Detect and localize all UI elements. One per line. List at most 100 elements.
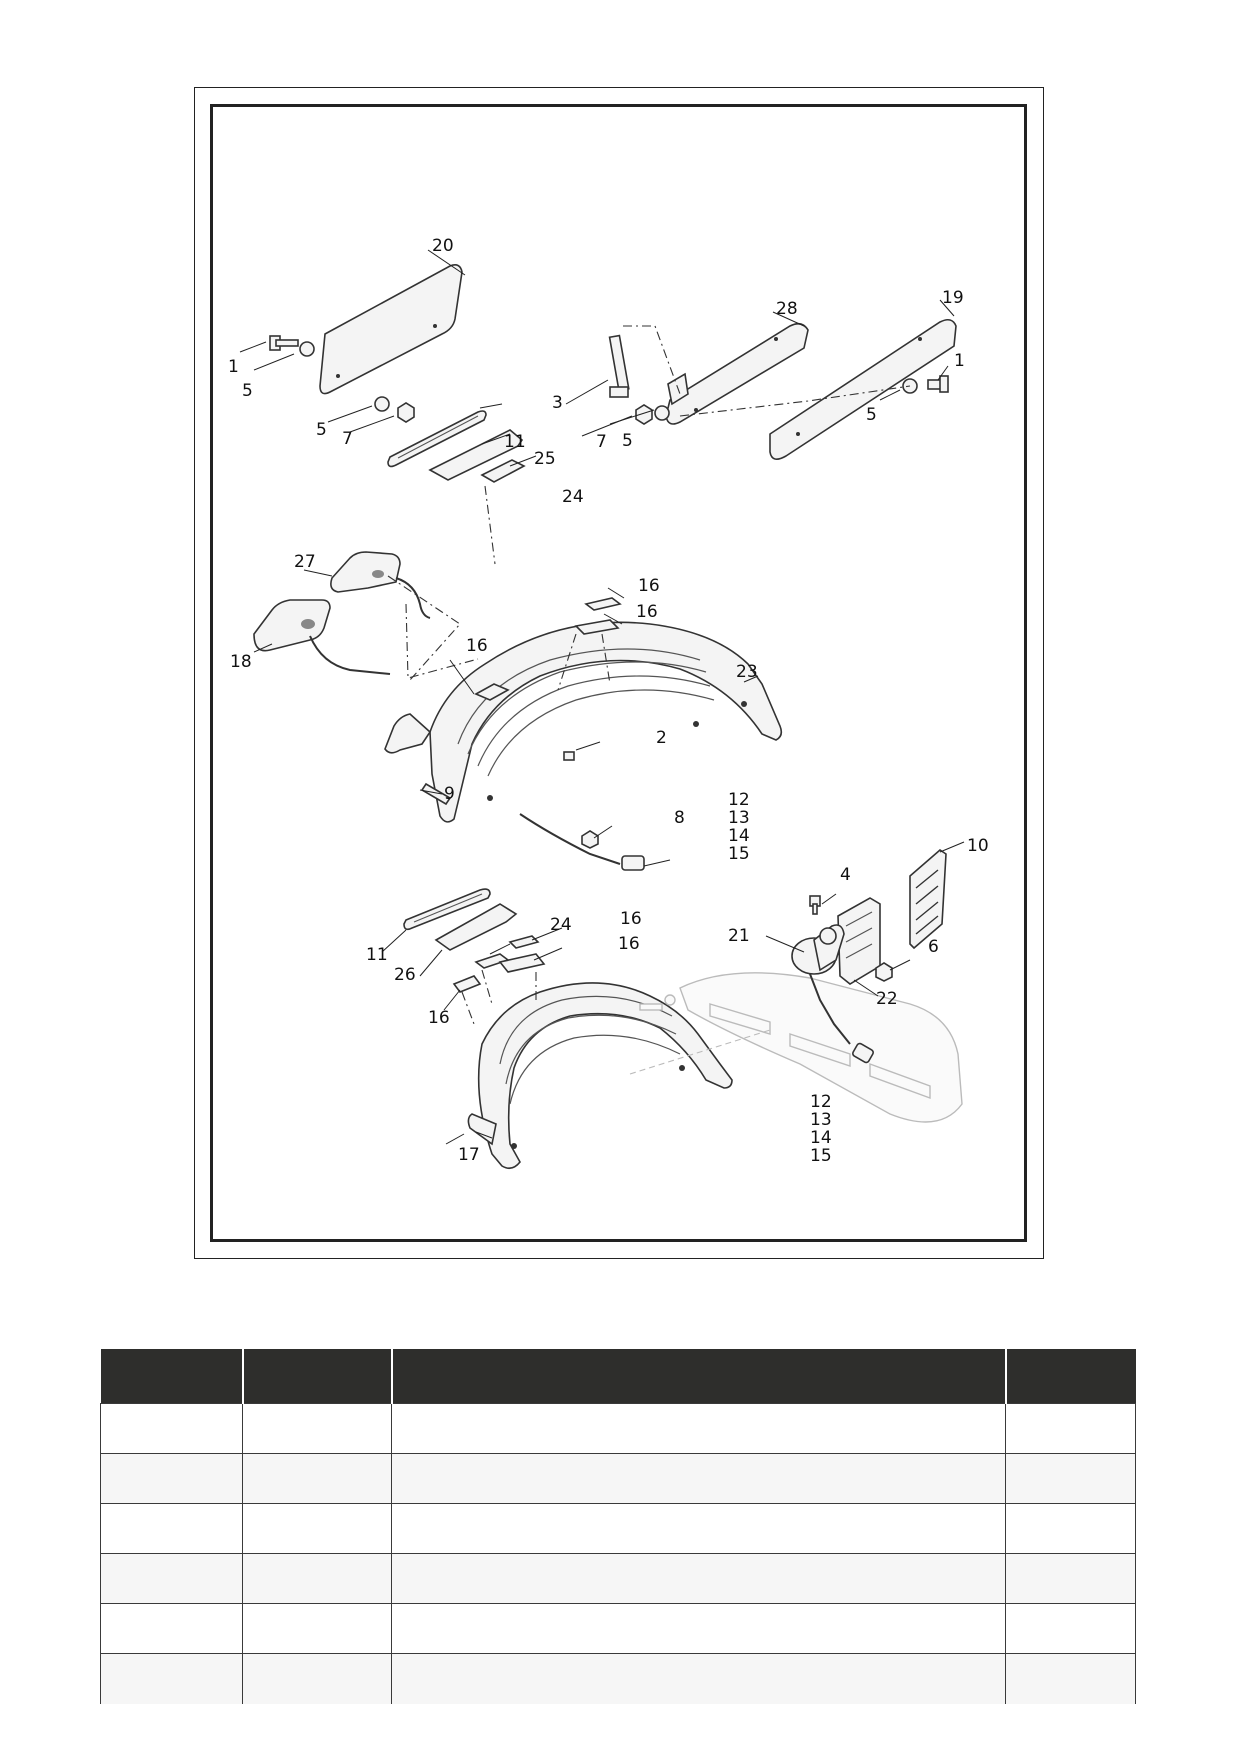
callout-label: 13 [728,808,750,828]
callout-label: 24 [562,487,584,507]
column-header [100,1349,243,1404]
strip-9-part [420,782,452,806]
table-cell [391,1453,1006,1504]
assembly-line [623,325,681,395]
table-cell [1005,1603,1136,1654]
table-cell [391,1553,1006,1604]
number-plate-part [319,264,463,395]
bolt-1-left [269,335,299,351]
callout-label: 7 [342,429,353,449]
table-row [100,1603,1136,1654]
table-header-row [100,1349,1136,1404]
leader-lines [239,249,965,1145]
callout-label: 5 [866,405,877,425]
screw-4-part [809,895,821,915]
bracket-25-part [428,429,524,481]
callout-label: 16 [466,636,488,656]
callout-label: 15 [810,1146,832,1166]
lamp-27-cable [395,577,431,619]
table-cell [242,1403,392,1454]
bracket-22-part [837,897,881,985]
callout-label: 18 [230,652,252,672]
callout-label: 5 [316,420,327,440]
connector-12-15-lower [852,1042,874,1064]
table-row [100,1453,1136,1504]
assembly-line [484,485,496,565]
pad-16-d [452,975,482,993]
callout-label: 20 [432,236,454,256]
callout-label: 6 [928,937,939,957]
callout-label: 11 [366,945,388,965]
screw-2-part [563,751,575,761]
bracket-26-part [434,903,518,951]
assembly-line [629,1029,771,1075]
callout-label: 23 [736,662,758,682]
table-cell [242,1603,392,1654]
nut-7-right [635,404,653,425]
callout-label: 2 [656,728,667,748]
table-cell [100,1603,243,1654]
loom-cable-upper [519,813,621,865]
assembly-line [481,969,493,1005]
washer-5-left-a [299,341,315,357]
column-header [1004,1349,1136,1404]
callout-label: 15 [728,844,750,864]
callout-label: 9 [444,784,455,804]
callout-label: 12 [810,1092,832,1112]
table-cell [391,1653,1006,1704]
callout-label: 21 [728,926,750,946]
callout-label: 11 [504,432,526,452]
callout-label: 14 [728,826,750,846]
assembly-line [461,991,475,1025]
bolt-1-right [927,375,949,393]
lamp-18-cable [309,635,391,675]
callout-label: 16 [620,909,642,929]
sensor-21-part [791,924,845,975]
pad-16-e [508,935,540,949]
assembly-line [679,385,911,417]
nut-7-left [397,402,415,423]
bolt-3-part [608,334,630,398]
callout-label: 12 [728,790,750,810]
callout-label: 25 [534,449,556,469]
pad-16-b [584,597,622,611]
table-cell [1005,1553,1136,1604]
table-cell [242,1503,392,1554]
plate-19-part [769,318,957,460]
lamp-18-part [253,599,331,652]
callout-label: 24 [550,915,572,935]
washer-5-right-a [654,405,670,421]
callout-label: 16 [636,602,658,622]
callout-label: 22 [876,989,898,1009]
table-cell [391,1403,1006,1454]
bracket-10-part [909,848,947,950]
callout-label: 1 [228,357,239,377]
washer-5-left-b [374,396,390,412]
callout-label: 26 [394,965,416,985]
table-cell [100,1553,243,1604]
callout-label: 14 [810,1128,832,1148]
table-cell [391,1603,1006,1654]
mudguard-17-part [467,982,733,1170]
callout-label: 28 [776,299,798,319]
assembly-line [387,575,461,681]
mudguard-23-part [384,621,783,823]
assembly-line [405,603,479,679]
table-cell [242,1453,392,1504]
bolt-ghost [639,994,676,1011]
assembly-line [601,633,611,685]
lamp-27-part [330,551,401,593]
table-cell [1005,1653,1136,1704]
callout-label: 16 [618,934,640,954]
sensor-cable [809,973,851,1045]
table-cell [1005,1403,1136,1454]
callout-label: 4 [840,865,851,885]
callout-label: 13 [810,1110,832,1130]
pad-24-upper [480,459,526,483]
table-cell [242,1553,392,1604]
table-cell [100,1453,243,1504]
reflector-11-lower [403,888,491,931]
column-header [241,1349,392,1404]
table-cell [100,1653,243,1704]
callout-label: 17 [458,1145,480,1165]
